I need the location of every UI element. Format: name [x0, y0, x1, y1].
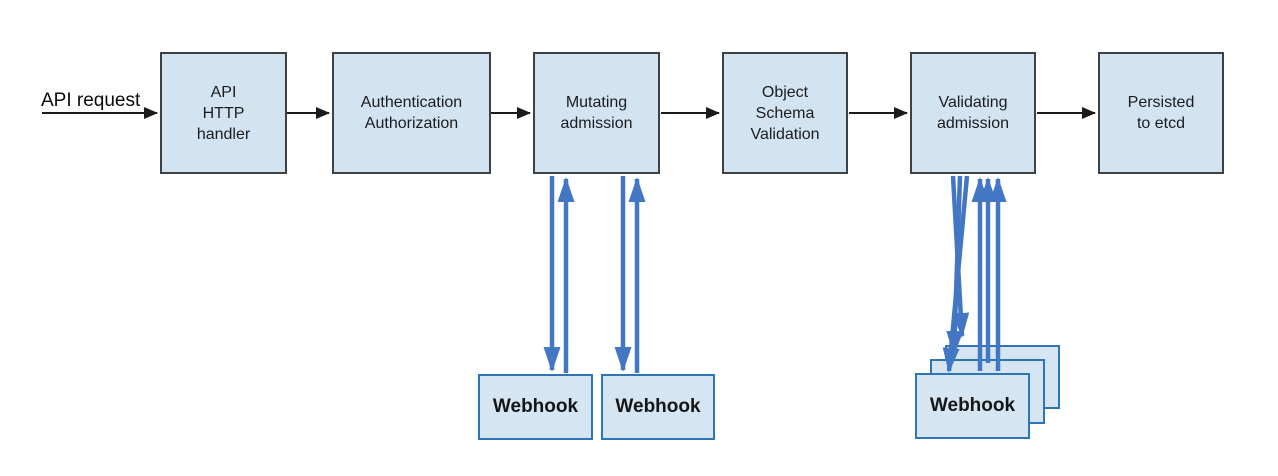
webhook-call-arrow	[950, 175, 970, 338]
box-label: Persisted to etcd	[1127, 94, 1195, 132]
box-validating-webhook-1: Webhook	[915, 373, 1030, 439]
mutating-webhook-arrows	[543, 176, 646, 373]
box-mutating-webhook-1: Webhook	[478, 374, 593, 440]
box-label: API HTTP handler	[196, 83, 251, 143]
box-api-http-handler: API HTTP handler	[160, 52, 287, 174]
webhook-call-arrow	[942, 175, 970, 373]
webhook-call-arrow	[946, 175, 964, 356]
box-validating-admission: Validating admission	[910, 52, 1036, 174]
box-label: Webhook	[492, 396, 579, 417]
box-object-schema-validation: Object Schema Validation	[722, 52, 848, 174]
box-mutating-admission: Mutating admission	[533, 52, 660, 174]
box-persisted-to-etcd: Persisted to etcd	[1098, 52, 1224, 174]
box-mutating-webhook-2: Webhook	[601, 374, 715, 440]
validating-webhook-arrows	[942, 175, 1007, 373]
box-label: Webhook	[615, 396, 701, 417]
box-label: Mutating admission	[560, 94, 633, 132]
box-authentication-authorization: Authentication Authorization	[332, 52, 491, 174]
box-label: Webhook	[929, 395, 1016, 416]
api-request-label: API request	[41, 90, 141, 111]
box-label: Validating admission	[936, 94, 1010, 132]
box-label: Object Schema Validation	[750, 83, 820, 143]
box-label: Authentication Authorization	[360, 94, 463, 132]
